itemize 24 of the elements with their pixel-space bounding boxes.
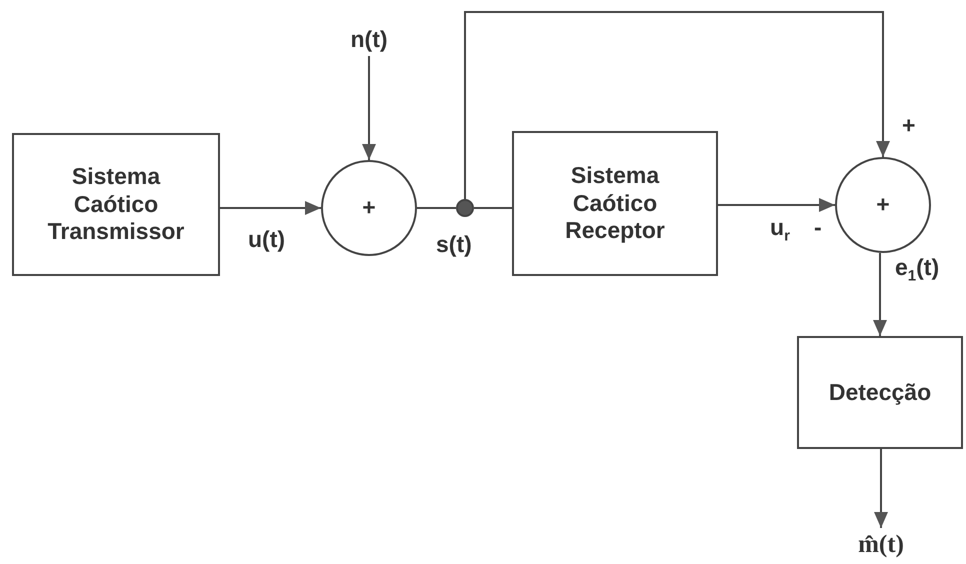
node-text: + <box>876 191 890 219</box>
node-text: + <box>362 194 376 222</box>
node-text: Sistema Caótico Transmissor <box>46 163 186 246</box>
edge-label: u(t) <box>248 226 286 253</box>
arrow <box>464 11 890 199</box>
signal-label: m̂(t) <box>858 530 904 560</box>
node-text: Sistema Caótico Receptor <box>564 162 666 245</box>
edge-label: e$_{1}$(t) <box>895 254 940 285</box>
connector-line <box>474 207 512 209</box>
sign-label: + <box>902 112 916 139</box>
process-box <box>512 131 718 276</box>
edge-label: u$_{r}$ <box>770 214 790 245</box>
process-box <box>797 336 963 449</box>
arrow <box>220 201 321 215</box>
arrow <box>718 198 835 212</box>
arrow <box>362 56 376 160</box>
node-text: Detecção <box>828 378 932 406</box>
connector-line <box>417 207 456 209</box>
arrow <box>873 253 887 336</box>
arrow <box>874 449 888 528</box>
signal-label: s(t) <box>436 231 472 259</box>
process-box <box>12 133 220 276</box>
sign-label: - <box>814 214 822 241</box>
signal-label: n(t) <box>350 26 388 54</box>
